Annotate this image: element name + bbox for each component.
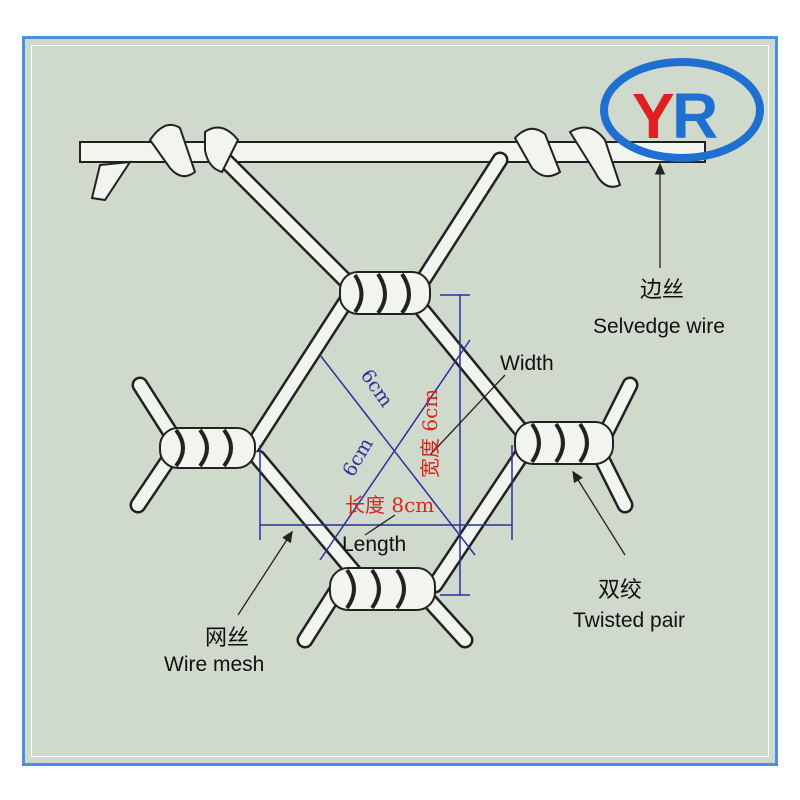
leader-lines: [237, 162, 666, 616]
frame-inner-border: [31, 45, 769, 757]
selvedge-label-en: Selvedge wire: [593, 315, 725, 338]
mesh-label-cn: 网丝: [205, 626, 250, 651]
length-dimension-label: 长度 8cm: [345, 493, 434, 517]
mesh-wires: [129, 141, 639, 649]
mesh-label-en: Wire mesh: [164, 653, 265, 676]
width-dimension-label: 宽度 6cm: [418, 389, 442, 478]
length-label: Length: [342, 533, 407, 556]
selvedge-label-cn: 边丝: [640, 278, 685, 303]
dimension-lines: [259, 294, 513, 596]
logo-r: R: [672, 80, 718, 152]
yr-logo: Y R: [600, 58, 764, 162]
selvedge-wraps: [148, 124, 622, 188]
twist-left: [159, 427, 256, 469]
twisted-label-en: Twisted pair: [573, 609, 686, 632]
twist-top: [339, 271, 431, 315]
diag2-label: 6cm: [338, 434, 377, 480]
logo-y: Y: [632, 80, 675, 152]
twist-right: [514, 421, 614, 465]
diag1-label: 6cm: [356, 365, 397, 411]
dimension-text: 6cm 6cm 宽度 6cm 长度 8cm: [338, 365, 442, 517]
twisted-pairs: [159, 271, 614, 611]
twist-bottom: [329, 567, 436, 611]
twisted-label-cn: 双绞: [598, 578, 643, 603]
width-label: Width: [500, 352, 554, 375]
